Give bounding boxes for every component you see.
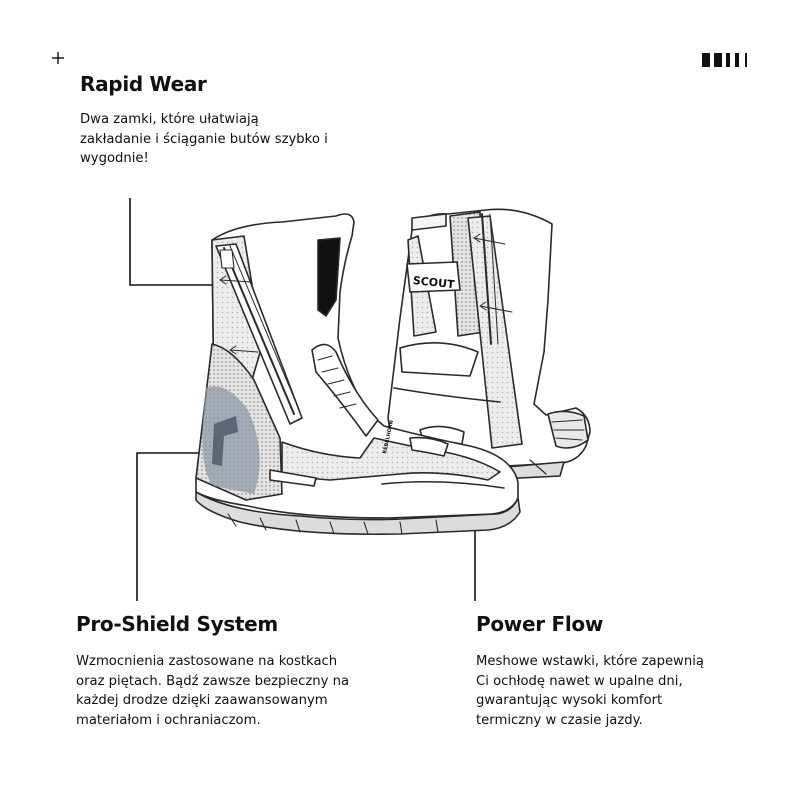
power-flow-line: gwarantując wysoki komfort [476, 693, 663, 708]
rapid-wear-description: Dwa zamki, które ułatwiają zakładanie i … [80, 110, 328, 169]
plus-icon [52, 52, 64, 64]
pro-shield-line: każdej drodze dzięki zaawansowanym [76, 693, 328, 708]
front-boot [195, 213, 521, 536]
power-flow-line: termiczny w czasie jazdy. [476, 712, 643, 728]
rapid-wear-line: Dwa zamki, które ułatwiają [80, 112, 259, 127]
rapid-wear-line: zakładanie i ściąganie butów szybko i [80, 131, 328, 147]
rapid-wear-title: Rapid Wear [80, 72, 207, 96]
back-boot [387, 208, 591, 483]
scout-label: SCOUT [412, 274, 455, 291]
power-flow-line: Meshowe wstawki, które zapewnią [476, 654, 704, 669]
power-flow-description: Meshowe wstawki, które zapewnią Ci ochło… [476, 652, 704, 730]
bars-icon [702, 53, 747, 67]
rapid-wear-line: wygodnie! [80, 151, 149, 166]
pro-shield-line: materiałom i ochraniaczom. [76, 712, 261, 728]
rapid-wear-leader [129, 198, 224, 286]
power-flow-line: Ci ochłodę nawet w upalne dni, [476, 673, 683, 689]
pro-shield-leader [136, 452, 210, 601]
pro-shield-title: Pro-Shield System [76, 612, 278, 636]
pro-shield-description: Wzmocnienia zastosowane na kostkach oraz… [76, 652, 349, 730]
pro-shield-line: oraz piętach. Bądź zawsze bezpieczny na [76, 673, 350, 689]
pro-shield-line: Wzmocnienia zastosowane na kostkach [76, 654, 338, 669]
power-flow-title: Power Flow [476, 612, 604, 636]
